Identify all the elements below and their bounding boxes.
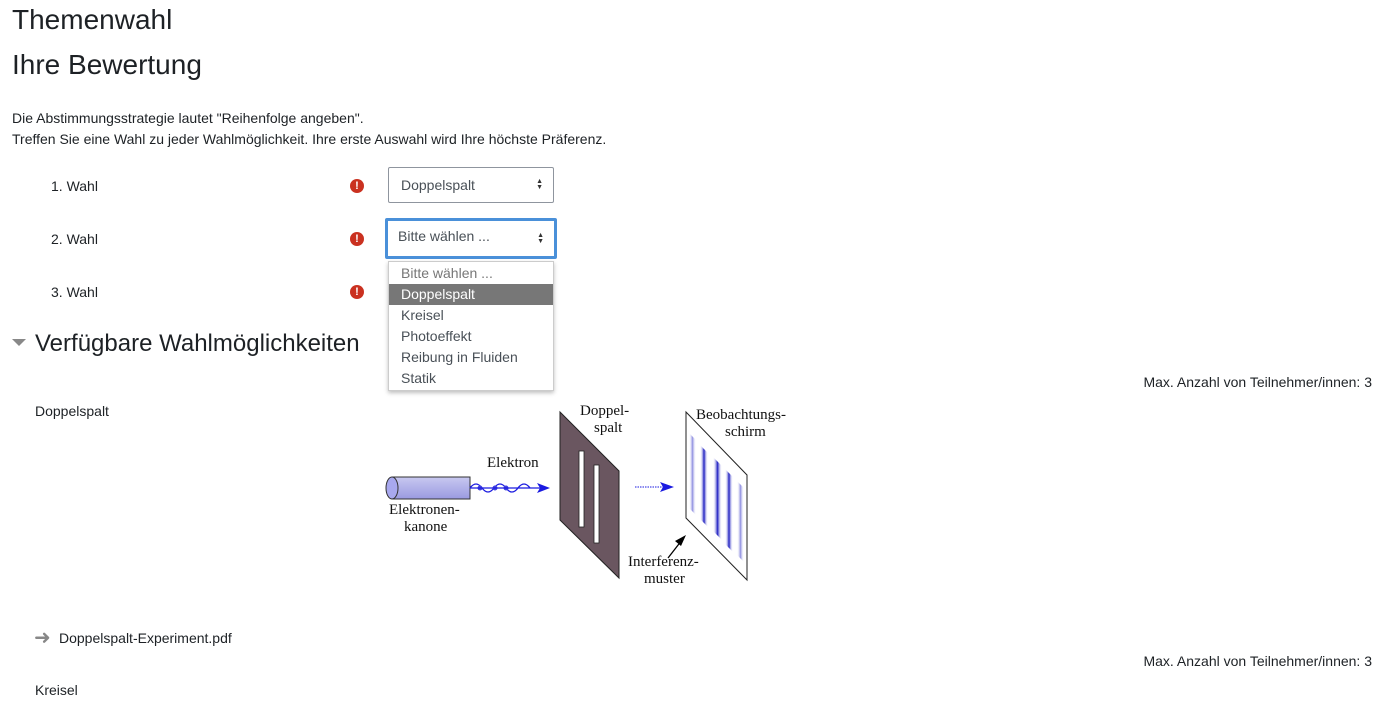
dropdown-option[interactable]: Reibung in Fluiden	[401, 349, 518, 365]
topic-name: Doppelspalt	[35, 403, 109, 419]
dropdown-option[interactable]: Kreisel	[401, 307, 444, 323]
electron-gun	[385, 476, 471, 500]
label-electron: Elektron	[487, 455, 539, 471]
label-pattern: muster	[644, 571, 685, 587]
arrow-icon	[537, 483, 550, 493]
arrow-icon	[675, 535, 686, 546]
label-screen: schirm	[725, 424, 766, 440]
slit-plate	[559, 410, 620, 580]
max-participants: Max. Anzahl von Teilnehmer/innen: 3	[1143, 374, 1372, 390]
required-icon: !	[350, 179, 364, 193]
collapse-caret-icon[interactable]	[12, 339, 26, 346]
topic-name: Kreisel	[35, 682, 78, 698]
label-pattern: Interferenz-	[628, 554, 699, 570]
dropdown-option[interactable]: Photoeffekt	[401, 328, 472, 344]
dropdown-list[interactable]: Bitte wählen ... Doppelspalt Kreisel Pho…	[388, 261, 554, 391]
selected-value: Bitte wählen ...	[398, 228, 490, 244]
label-screen: Beobachtungs-	[696, 407, 786, 423]
arrow-icon	[660, 482, 674, 492]
choice-select-1[interactable]: Doppelspalt ▲▼	[388, 167, 554, 203]
label-gun: Elektronen-	[389, 502, 460, 518]
strategy-text: Die Abstimmungsstrategie lautet "Reihenf…	[12, 110, 364, 126]
choice-select-2[interactable]: Bitte wählen ... ▲▼	[385, 218, 557, 259]
required-icon: !	[350, 285, 364, 299]
page-title: Themenwahl	[12, 4, 173, 35]
section-heading: Ihre Bewertung	[12, 49, 202, 80]
section-title[interactable]: Verfügbare Wahlmöglichkeiten	[35, 330, 360, 357]
instructions-text: Treffen Sie eine Wahl zu jeder Wahlmögli…	[12, 131, 607, 147]
sort-caret-icon: ▲▼	[537, 231, 544, 245]
choice-label-1: 1. Wahl	[51, 178, 98, 194]
dropdown-option[interactable]: Bitte wählen ...	[401, 265, 493, 281]
dropdown-option[interactable]: Doppelspalt	[389, 284, 553, 305]
attachment-link[interactable]: Doppelspalt-Experiment.pdf	[59, 630, 232, 646]
required-icon: !	[350, 232, 364, 246]
label-gun: kanone	[404, 519, 448, 535]
selected-value: Doppelspalt	[401, 177, 475, 193]
dropdown-option[interactable]: Statik	[401, 370, 437, 386]
label-slit: spalt	[594, 420, 623, 436]
max-participants: Max. Anzahl von Teilnehmer/innen: 3	[1143, 653, 1372, 669]
label-slit: Doppel-	[580, 403, 629, 419]
double-slit-diagram: Elektron Elektronen- kanone Doppel- spal…	[385, 403, 786, 587]
arrow-right-icon: ➜	[34, 627, 51, 649]
choice-label-2: 2. Wahl	[51, 231, 98, 247]
sort-caret-icon: ▲▼	[536, 178, 543, 191]
choice-label-3: 3. Wahl	[51, 284, 98, 300]
